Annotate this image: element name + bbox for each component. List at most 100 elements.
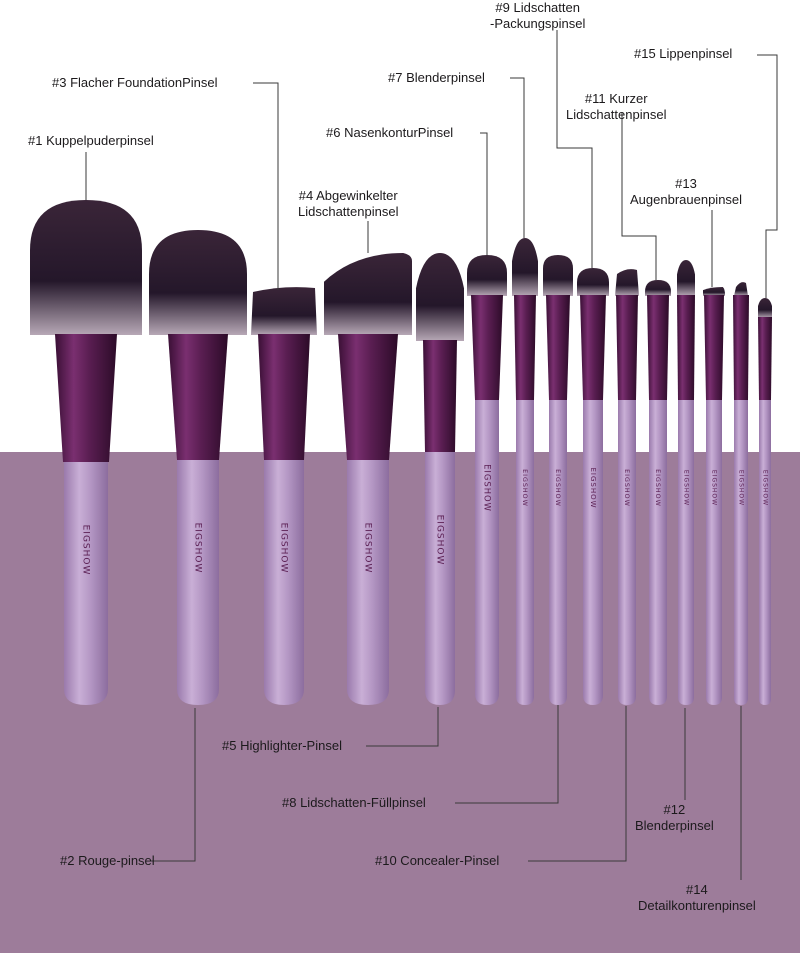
label-brush-6: #6 NasenkonturPinsel: [326, 125, 454, 140]
brush-7-ferrule: [514, 295, 536, 400]
brush-15-brand-print: EIGSHOW: [762, 470, 769, 506]
brush-12-bristles: [677, 260, 695, 296]
brush-10-brand-print: EIGSHOW: [623, 469, 630, 507]
brush-12-ferrule: [677, 295, 695, 400]
brush-3-handle: [264, 460, 304, 705]
leader-line-2: [150, 708, 196, 862]
brush-8-handle: [549, 400, 567, 705]
brush-10: EIGSHOW: [615, 269, 639, 705]
label-brush-10: #10 Concealer-Pinsel: [375, 853, 500, 868]
brush-2-bristles: [149, 230, 247, 335]
brush-7-brand-print: EIGSHOW: [521, 469, 528, 507]
brush-13-brand-print: EIGSHOW: [711, 470, 718, 506]
brush-13-handle: [706, 400, 722, 705]
brush-5-handle: [425, 452, 455, 705]
brush-4-brand-print: EIGSHOW: [363, 523, 373, 574]
brush-1-brand-print: EIGSHOW: [81, 525, 91, 576]
label-brush-8: #8 Lidschatten-Füllpinsel: [282, 795, 426, 810]
label-brush-15: #15 Lippenpinsel: [634, 46, 733, 61]
brush-5-bristles: [416, 253, 464, 341]
brush-2: EIGSHOW: [149, 230, 247, 705]
brush-14-brand-print: EIGSHOW: [738, 470, 745, 506]
brush-2-brand-print: EIGSHOW: [193, 523, 203, 574]
brush-12-brand-print: EIGSHOW: [683, 470, 690, 506]
brush-1-handle: [64, 462, 108, 705]
brush-3-ferrule: [258, 334, 310, 460]
brush-5-ferrule: [423, 340, 457, 452]
brush-4: EIGSHOW: [324, 253, 412, 705]
leader-line-8: [455, 705, 559, 804]
brush-9-bristles: [577, 268, 609, 296]
brush-9-brand-print: EIGSHOW: [589, 467, 597, 508]
brush-10-ferrule: [616, 295, 638, 400]
brush-15-bristles: [758, 298, 772, 318]
label-brush-2: #2 Rouge-pinsel: [60, 853, 155, 868]
brush-8-ferrule: [546, 295, 570, 400]
label-brush-7: #7 Blenderpinsel: [388, 70, 485, 85]
brush-15-ferrule: [758, 317, 772, 400]
leader-line-9: [556, 30, 593, 268]
brush-6-bristles: [467, 255, 507, 296]
brush-5: EIGSHOW: [416, 253, 464, 705]
label-brush-9: #9 Lidschatten-Packungspinsel: [490, 0, 586, 31]
leader-line-10: [528, 706, 627, 862]
label-brush-3: #3 Flacher FoundationPinsel: [52, 75, 218, 90]
brush-3-bristles: [251, 287, 317, 335]
brush-9-ferrule: [580, 295, 606, 400]
brush-1-bristles: [30, 200, 142, 335]
brush-14: EIGSHOW: [733, 282, 749, 705]
leader-line-5: [366, 707, 439, 747]
brush-13-ferrule: [704, 295, 724, 400]
brush-11-brand-print: EIGSHOW: [654, 469, 661, 507]
leader-line-6: [480, 132, 488, 255]
brush-14-handle: [734, 400, 748, 705]
brush-11: EIGSHOW: [645, 280, 671, 705]
brush-2-handle: [177, 460, 219, 705]
label-brush-1: #1 Kuppelpuderpinsel: [28, 133, 154, 148]
brush-13-bristles: [703, 287, 725, 296]
brush-5-brand-print: EIGSHOW: [435, 515, 445, 566]
brush-8: EIGSHOW: [543, 255, 573, 705]
brush-1-ferrule: [55, 334, 117, 462]
brush-3: EIGSHOW: [251, 287, 317, 705]
brush-2-ferrule: [168, 334, 228, 460]
brush-15: EIGSHOW: [758, 298, 772, 705]
leader-line-3: [253, 82, 279, 290]
brush-6-handle: [475, 400, 499, 705]
brush-14-ferrule: [733, 295, 749, 400]
brush-12-handle: [678, 400, 694, 705]
brush-11-bristles: [645, 280, 671, 296]
brush-4-bristles: [324, 253, 412, 335]
brush-6-brand-print: EIGSHOW: [483, 464, 493, 512]
brush-3-brand-print: EIGSHOW: [279, 523, 289, 574]
brush-8-bristles: [543, 255, 573, 296]
brush-6-ferrule: [471, 295, 503, 400]
brush-1: EIGSHOW: [30, 200, 142, 705]
leader-line-11: [621, 112, 657, 280]
brush-12: EIGSHOW: [677, 260, 695, 705]
brush-10-bristles: [615, 269, 639, 296]
brush-11-handle: [649, 400, 667, 705]
brush-11-ferrule: [647, 295, 669, 400]
brush-14-bristles: [734, 282, 748, 296]
label-brush-5: #5 Highlighter-Pinsel: [222, 738, 342, 753]
leader-line-15: [757, 54, 778, 298]
leader-line-7: [510, 77, 525, 238]
brush-6: EIGSHOW: [467, 255, 507, 705]
brush-9: EIGSHOW: [577, 268, 609, 705]
brush-7-bristles: [512, 238, 538, 296]
brush-7: EIGSHOW: [512, 238, 538, 705]
brush-7-handle: [516, 400, 534, 705]
brush-9-handle: [583, 400, 603, 705]
brush-15-handle: [759, 400, 771, 705]
brush-13: EIGSHOW: [703, 287, 725, 705]
brush-4-ferrule: [338, 334, 398, 460]
brush-10-handle: [618, 400, 636, 705]
